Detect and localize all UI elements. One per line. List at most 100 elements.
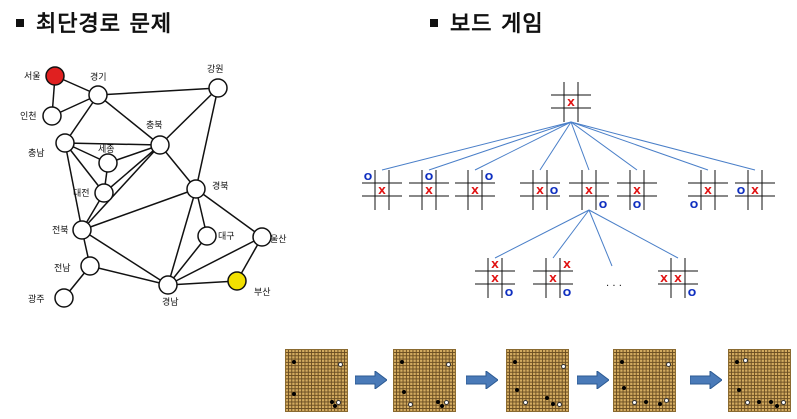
x-mark: X bbox=[563, 260, 571, 271]
black-stone bbox=[436, 400, 440, 404]
label-seoul: 서울 bbox=[24, 71, 41, 82]
o-mark: O bbox=[563, 288, 572, 299]
white-stone bbox=[336, 400, 341, 405]
go-board-5 bbox=[728, 349, 791, 412]
go-board-4 bbox=[613, 349, 676, 412]
ellipsis: . . . bbox=[606, 278, 622, 289]
node-jeonbuk bbox=[72, 220, 92, 240]
o-mark: O bbox=[505, 288, 514, 299]
node-gyeongnam bbox=[158, 275, 178, 295]
label-chungnam: 충남 bbox=[28, 148, 45, 159]
black-stone bbox=[292, 360, 296, 364]
node-gwangju bbox=[54, 288, 74, 308]
o-mark: O bbox=[633, 200, 642, 211]
black-stone bbox=[292, 392, 296, 396]
label-ulsan: 울산 bbox=[270, 234, 287, 245]
white-stone bbox=[523, 400, 528, 405]
go-board-2 bbox=[393, 349, 456, 412]
o-mark: O bbox=[425, 172, 434, 183]
black-stone bbox=[737, 388, 741, 392]
white-stone bbox=[408, 402, 413, 407]
x-mark: X bbox=[704, 186, 712, 197]
black-stone bbox=[440, 404, 444, 408]
go-board-3 bbox=[506, 349, 569, 412]
x-mark: X bbox=[549, 274, 557, 285]
x-mark: X bbox=[674, 274, 682, 285]
node-incheon bbox=[42, 106, 62, 126]
label-incheon: 인천 bbox=[20, 111, 37, 122]
node-gangwon bbox=[208, 78, 228, 98]
black-stone bbox=[513, 360, 517, 364]
tree-edges bbox=[381, 121, 756, 267]
x-mark: X bbox=[425, 186, 433, 197]
label-gyeonggi: 경기 bbox=[90, 71, 107, 83]
black-stone bbox=[658, 402, 662, 406]
label-gyeongnam: 경남 bbox=[162, 296, 179, 308]
o-mark: O bbox=[737, 186, 746, 197]
game-tree: X O X O X O X X O X O X O X O O X X X O … bbox=[361, 81, 776, 299]
arrow-right-icon bbox=[690, 371, 722, 389]
node-chungnam bbox=[55, 133, 75, 153]
o-mark: O bbox=[364, 172, 373, 183]
label-chungbuk: 충북 bbox=[146, 120, 163, 131]
heading-shortest-path: 최단경로 문제 bbox=[16, 6, 172, 38]
white-stone bbox=[338, 362, 343, 367]
black-stone bbox=[644, 400, 648, 404]
heading-board-game: 보드 게임 bbox=[430, 6, 544, 38]
x-mark: X bbox=[660, 274, 668, 285]
o-mark: O bbox=[485, 172, 494, 183]
black-stone bbox=[515, 388, 519, 392]
label-gyeongbuk: 경북 bbox=[212, 180, 229, 192]
black-stone bbox=[757, 400, 761, 404]
black-stone bbox=[735, 360, 739, 364]
black-stone bbox=[400, 360, 404, 364]
black-stone bbox=[402, 390, 406, 394]
node-sejong bbox=[98, 153, 118, 173]
node-jeonnam bbox=[80, 256, 100, 276]
node-ulsan bbox=[252, 227, 272, 247]
o-mark: O bbox=[599, 200, 608, 211]
label-jeonbuk: 전북 bbox=[52, 225, 69, 236]
black-stone bbox=[622, 386, 626, 390]
node-gyeonggi bbox=[88, 85, 108, 105]
graph-nodes bbox=[42, 66, 272, 308]
black-stone bbox=[775, 404, 779, 408]
white-stone bbox=[664, 398, 669, 403]
label-gwangju: 광주 bbox=[28, 293, 45, 305]
x-mark: X bbox=[491, 260, 499, 271]
x-mark: X bbox=[378, 186, 386, 197]
label-jeonnam: 전남 bbox=[54, 263, 71, 274]
o-mark: O bbox=[550, 186, 559, 197]
black-stone bbox=[330, 400, 334, 404]
node-gyeongbuk bbox=[186, 179, 206, 199]
x-mark: X bbox=[751, 186, 759, 197]
white-stone bbox=[632, 400, 637, 405]
label-daejeon: 대전 bbox=[73, 188, 90, 199]
x-mark: X bbox=[491, 274, 499, 285]
node-busan bbox=[227, 271, 247, 291]
o-mark: O bbox=[690, 200, 699, 211]
x-mark: X bbox=[633, 186, 641, 197]
arrow-right-icon bbox=[466, 371, 498, 389]
white-stone bbox=[557, 402, 562, 407]
arrow-right-icon bbox=[577, 371, 609, 389]
go-board-1 bbox=[285, 349, 348, 412]
black-stone bbox=[769, 400, 773, 404]
x-mark: X bbox=[567, 98, 575, 109]
node-chungbuk bbox=[150, 135, 170, 155]
shortest-path-graph: 서울 경기 강원 인천 충북 충남 세종 대전 경북 전북 대구 울산 전남 부… bbox=[20, 64, 287, 308]
white-stone bbox=[743, 358, 748, 363]
white-stone bbox=[745, 400, 750, 405]
x-mark: X bbox=[471, 186, 479, 197]
heading-shortest-path-text: 최단경로 문제 bbox=[36, 12, 173, 37]
heading-board-game-text: 보드 게임 bbox=[450, 12, 544, 37]
white-stone bbox=[444, 400, 449, 405]
black-stone bbox=[551, 402, 555, 406]
white-stone bbox=[666, 362, 671, 367]
label-gangwon: 강원 bbox=[207, 64, 224, 75]
label-daegu: 대구 bbox=[218, 231, 235, 242]
bullet-icon bbox=[16, 19, 24, 27]
white-stone bbox=[781, 400, 786, 405]
arrow-right-icon bbox=[355, 371, 387, 389]
node-daejeon bbox=[94, 183, 114, 203]
